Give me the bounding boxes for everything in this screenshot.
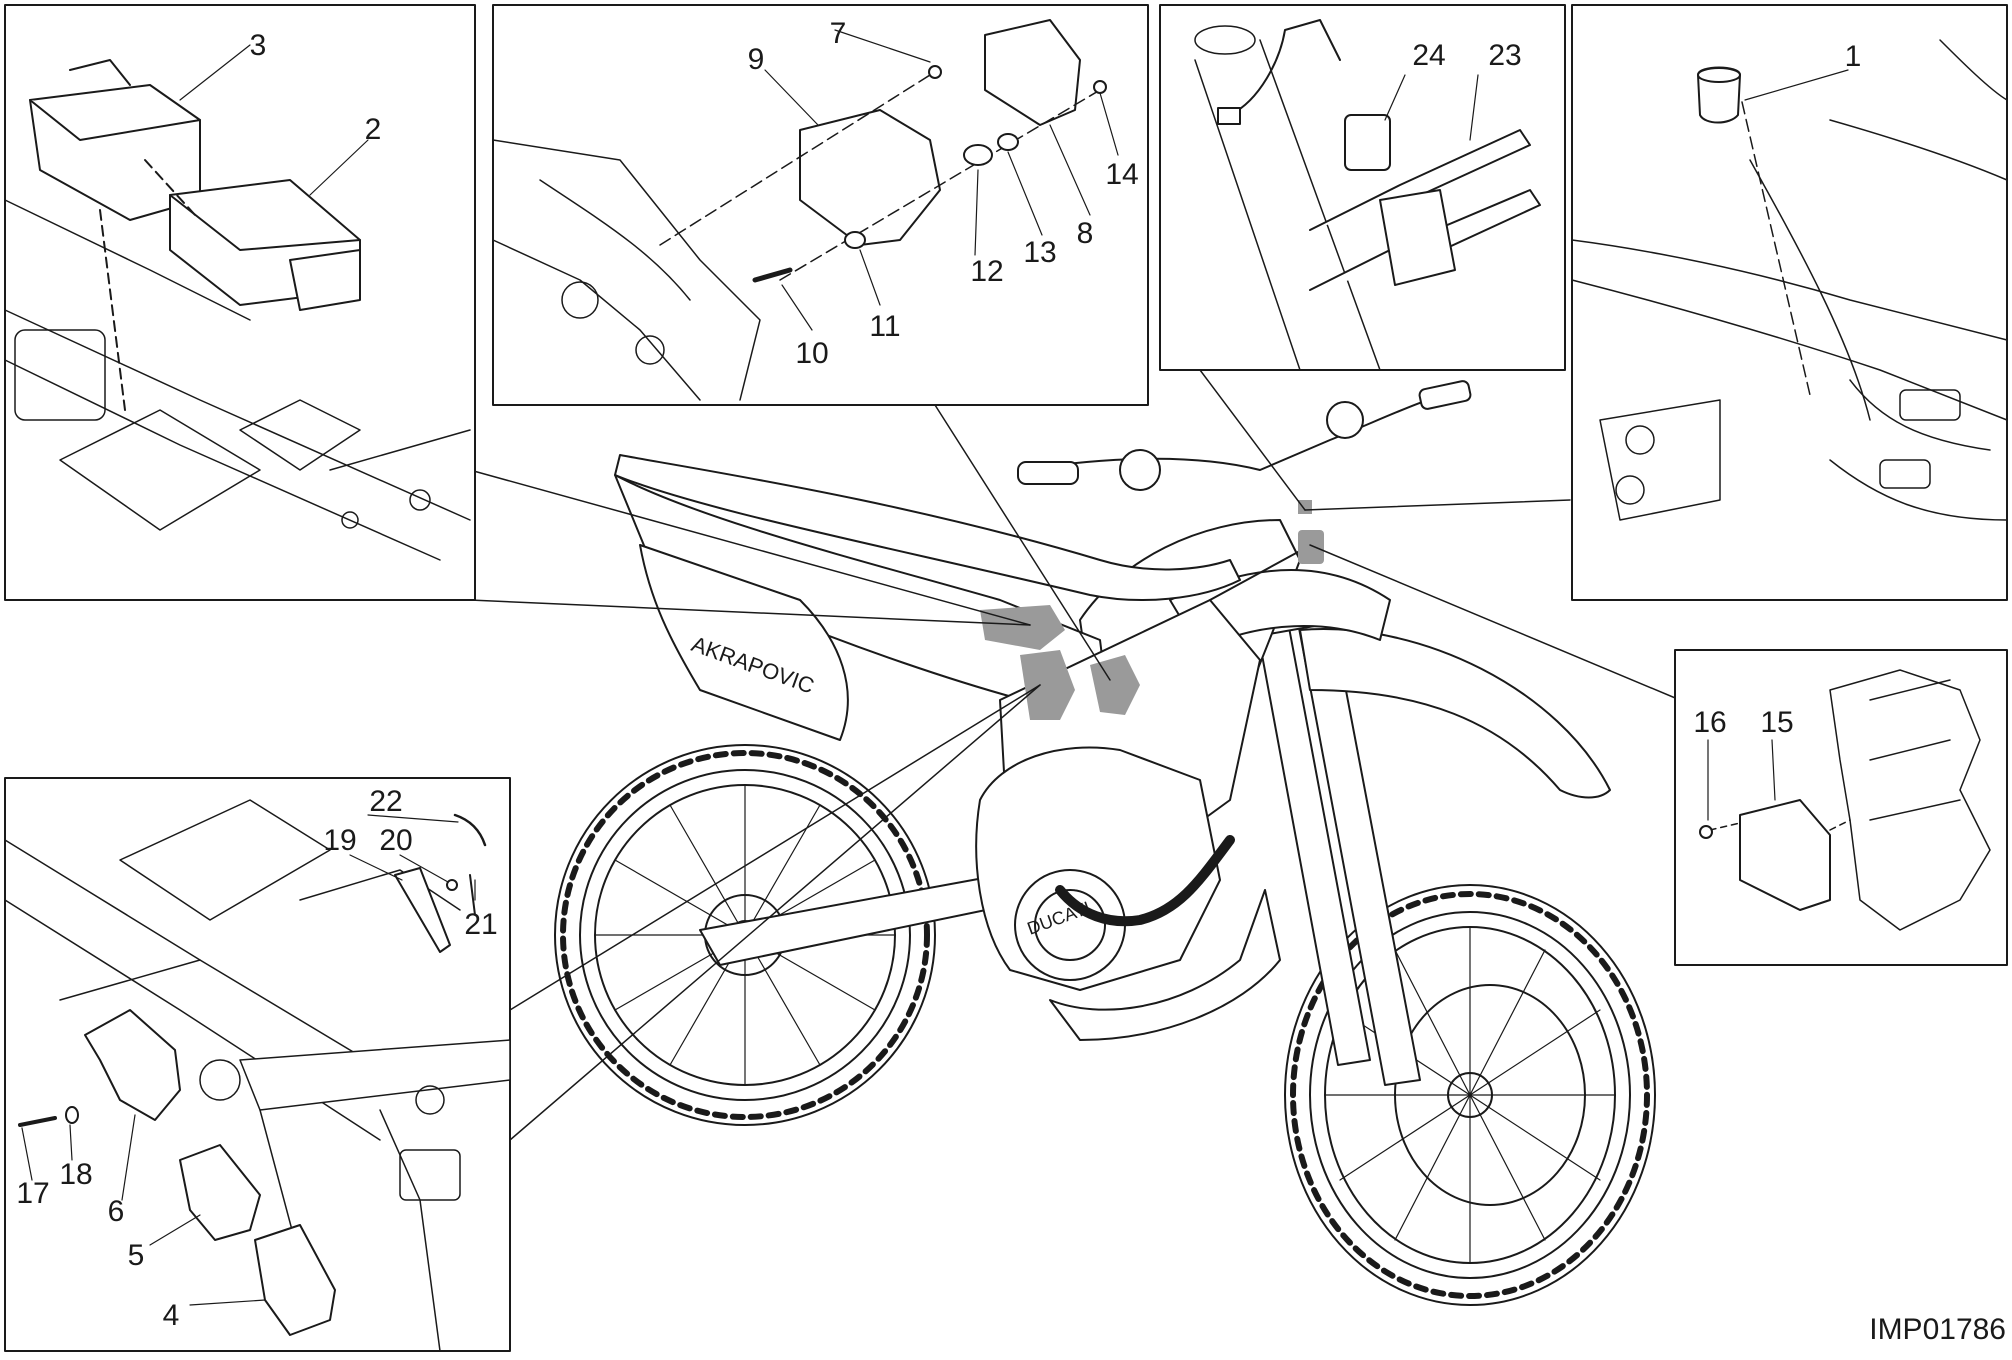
callout-9: 9 <box>747 43 765 76</box>
callout-6: 6 <box>107 1195 125 1228</box>
callout-1: 1 <box>1844 40 1862 73</box>
highlight-mid-bracket <box>1090 655 1140 715</box>
callout-2: 2 <box>364 113 382 146</box>
detail-box-bracket <box>492 4 1149 406</box>
ecu-unit <box>169 179 361 311</box>
ecu-cover <box>29 59 201 221</box>
highlight-front-module <box>1298 530 1324 564</box>
front-wheel <box>1284 884 1656 1306</box>
callout-11: 11 <box>869 310 901 343</box>
callout-22: 22 <box>369 785 403 818</box>
callout-21: 21 <box>464 908 498 941</box>
detail-box-relay <box>1674 649 2008 966</box>
component-highlights <box>980 500 1324 720</box>
mounting-bracket <box>799 109 941 246</box>
callout-15: 15 <box>1760 706 1794 739</box>
regulator-module <box>984 19 1081 126</box>
exhaust-silencer: AKRAPOVIC <box>639 544 849 741</box>
callout-8: 8 <box>1076 217 1094 250</box>
callout-7: 7 <box>829 17 847 50</box>
callout-4: 4 <box>162 1299 180 1332</box>
callout-24: 24 <box>1412 39 1446 72</box>
callout-5: 5 <box>127 1239 145 1272</box>
highlight-rear-ecu <box>980 605 1065 650</box>
highlight-lower-ecu <box>1020 650 1075 720</box>
callout-16: 16 <box>1693 706 1727 739</box>
swingarm <box>699 874 1011 966</box>
callout-14: 14 <box>1105 158 1139 191</box>
callout-23: 23 <box>1488 39 1522 72</box>
detail-box-ecu <box>4 4 476 601</box>
header-pipe <box>1055 835 1235 927</box>
detail-box-ecu-bracket <box>4 777 511 1352</box>
callout-20: 20 <box>379 824 413 857</box>
callout-19: 19 <box>323 824 357 857</box>
small-bracket <box>394 867 451 953</box>
handlebar <box>1017 380 1472 491</box>
highlight-diag-socket <box>1298 500 1312 514</box>
callout-18: 18 <box>59 1158 93 1191</box>
callout-10: 10 <box>795 337 829 370</box>
drawing-code: IMP01786 <box>1869 1313 2006 1346</box>
connector-body <box>1344 114 1391 171</box>
ecu-bracket <box>84 1009 181 1121</box>
skid-plate <box>1049 889 1281 1041</box>
detail-box-socket <box>1571 4 2008 601</box>
callout-3: 3 <box>249 29 267 62</box>
seat <box>614 454 1241 601</box>
relay-module <box>1739 799 1831 911</box>
detail-box-connector <box>1159 4 1566 371</box>
motorcycle-drawing: AKRAPOVIC DUCATI <box>554 380 1656 1306</box>
callout-17: 17 <box>16 1177 50 1210</box>
box-leader-lines <box>469 369 1681 1141</box>
engine: DUCATI <box>975 746 1221 991</box>
front-fender <box>1299 628 1611 799</box>
ecu-housing <box>179 1144 261 1241</box>
callout-12: 12 <box>970 255 1004 288</box>
callout-13: 13 <box>1023 236 1057 269</box>
